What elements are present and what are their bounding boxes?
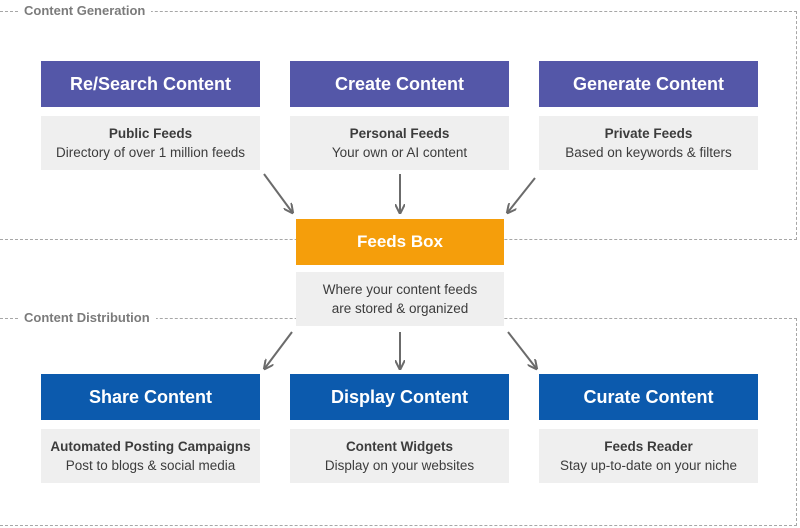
private-feeds-card: Private Feeds Based on keywords & filter…: [539, 116, 758, 170]
content-widgets-subtitle: Display on your websites: [324, 458, 475, 473]
personal-feeds-title: Personal Feeds: [349, 126, 450, 141]
content-widgets-card: Content Widgets Display on your websites: [290, 429, 509, 483]
private-feeds-subtitle: Based on keywords & filters: [565, 145, 732, 160]
feeds-box-heading: Feeds Box: [296, 219, 504, 265]
content-widgets-title: Content Widgets: [345, 439, 454, 454]
public-feeds-subtitle: Directory of over 1 million feeds: [55, 145, 246, 160]
public-feeds-title: Public Feeds: [108, 126, 193, 141]
generate-content-heading: Generate Content: [539, 61, 758, 107]
personal-feeds-card: Personal Feeds Your own or AI content: [290, 116, 509, 170]
public-feeds-card: Public Feeds Directory of over 1 million…: [41, 116, 260, 170]
curate-content-heading: Curate Content: [539, 374, 758, 420]
automated-posting-subtitle: Post to blogs & social media: [65, 458, 236, 473]
feeds-box-line2: are stored & organized: [331, 301, 469, 316]
automated-posting-title: Automated Posting Campaigns: [50, 439, 251, 454]
share-content-heading: Share Content: [41, 374, 260, 420]
private-feeds-title: Private Feeds: [604, 126, 693, 141]
arrow-box-to-curate: [507, 331, 536, 368]
feeds-box-line1: Where your content feeds: [322, 282, 478, 297]
feeds-reader-title: Feeds Reader: [604, 439, 693, 454]
display-content-heading: Display Content: [290, 374, 509, 420]
create-content-heading: Create Content: [290, 61, 509, 107]
arrow-private-to-box: [508, 177, 536, 212]
personal-feeds-subtitle: Your own or AI content: [331, 145, 468, 160]
automated-posting-card: Automated Posting Campaigns Post to blog…: [41, 429, 260, 483]
feeds-reader-card: Feeds Reader Stay up-to-date on your nic…: [539, 429, 758, 483]
arrow-box-to-share: [265, 331, 293, 368]
arrow-public-to-box: [263, 173, 292, 212]
content-distribution-label: Content Distribution: [18, 310, 156, 326]
feeds-reader-subtitle: Stay up-to-date on your niche: [559, 458, 738, 473]
feeds-box-card: Where your content feeds are stored & or…: [296, 272, 504, 326]
content-generation-label: Content Generation: [18, 3, 152, 19]
research-content-heading: Re/Search Content: [41, 61, 260, 107]
